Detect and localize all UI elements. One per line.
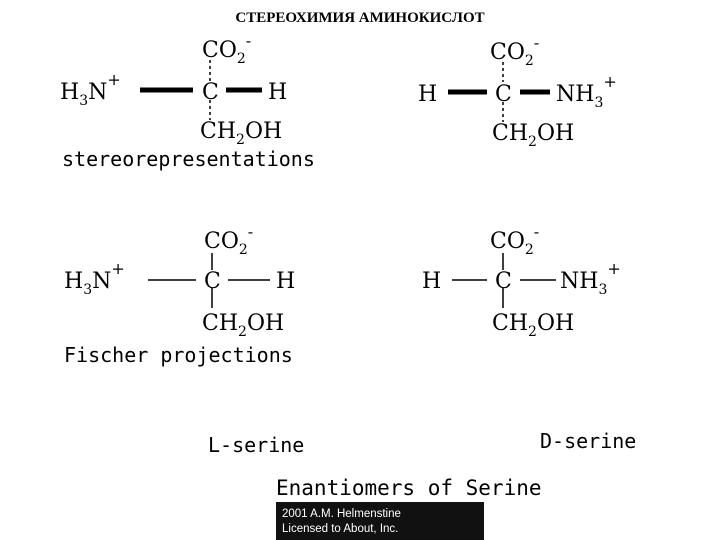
credit-line-1: 2001 A.M. Helmenstine bbox=[282, 508, 401, 520]
structure-d-serine-fischer: CO2- H C NH3+ CH2OH bbox=[422, 222, 621, 340]
label-stereorepresentations: stereorepresentations bbox=[62, 147, 315, 171]
svg-text:C: C bbox=[204, 269, 221, 294]
svg-text:NH3+: NH3+ bbox=[560, 259, 621, 298]
structure-l-serine-fischer: CO2- H3N+ C H CH2OH bbox=[64, 222, 295, 340]
label-d-serine: D-serine bbox=[540, 429, 636, 453]
svg-text:NH3+: NH3+ bbox=[556, 72, 617, 111]
credit-line-2: Licensed to About, Inc. bbox=[282, 523, 398, 535]
svg-text:CH2OH: CH2OH bbox=[200, 119, 282, 148]
svg-text:CO2-: CO2- bbox=[490, 33, 539, 69]
structure-l-serine-stereo: CO2- H3N+ C H CH2OH bbox=[60, 31, 287, 148]
svg-text:H3N+: H3N+ bbox=[60, 70, 121, 109]
svg-text:CH2OH: CH2OH bbox=[202, 311, 284, 340]
svg-text:H: H bbox=[276, 269, 295, 294]
svg-text:CH2OH: CH2OH bbox=[492, 311, 574, 340]
svg-text:H: H bbox=[418, 82, 437, 107]
credit-box bbox=[276, 502, 484, 540]
structure-d-serine-stereo: CO2- H C NH3+ CH2OH bbox=[418, 33, 617, 150]
svg-text:H3N+: H3N+ bbox=[64, 259, 125, 298]
svg-text:CO2-: CO2- bbox=[490, 222, 539, 258]
svg-text:C: C bbox=[202, 80, 219, 105]
svg-text:C: C bbox=[495, 269, 512, 294]
svg-text:H: H bbox=[422, 269, 441, 294]
svg-text:CO2-: CO2- bbox=[202, 31, 251, 67]
svg-text:C: C bbox=[495, 82, 512, 107]
label-l-serine: L-serine bbox=[208, 433, 304, 457]
label-fischer-projections: Fischer projections bbox=[64, 343, 293, 367]
slide-title: СТЕРЕОХИМИЯ АМИНОКИСЛОТ bbox=[235, 10, 485, 26]
svg-text:H: H bbox=[268, 80, 287, 105]
main-title: Enantiomers of Serine bbox=[276, 476, 542, 500]
svg-text:CH2OH: CH2OH bbox=[492, 121, 574, 150]
svg-text:CO2-: CO2- bbox=[204, 222, 253, 258]
